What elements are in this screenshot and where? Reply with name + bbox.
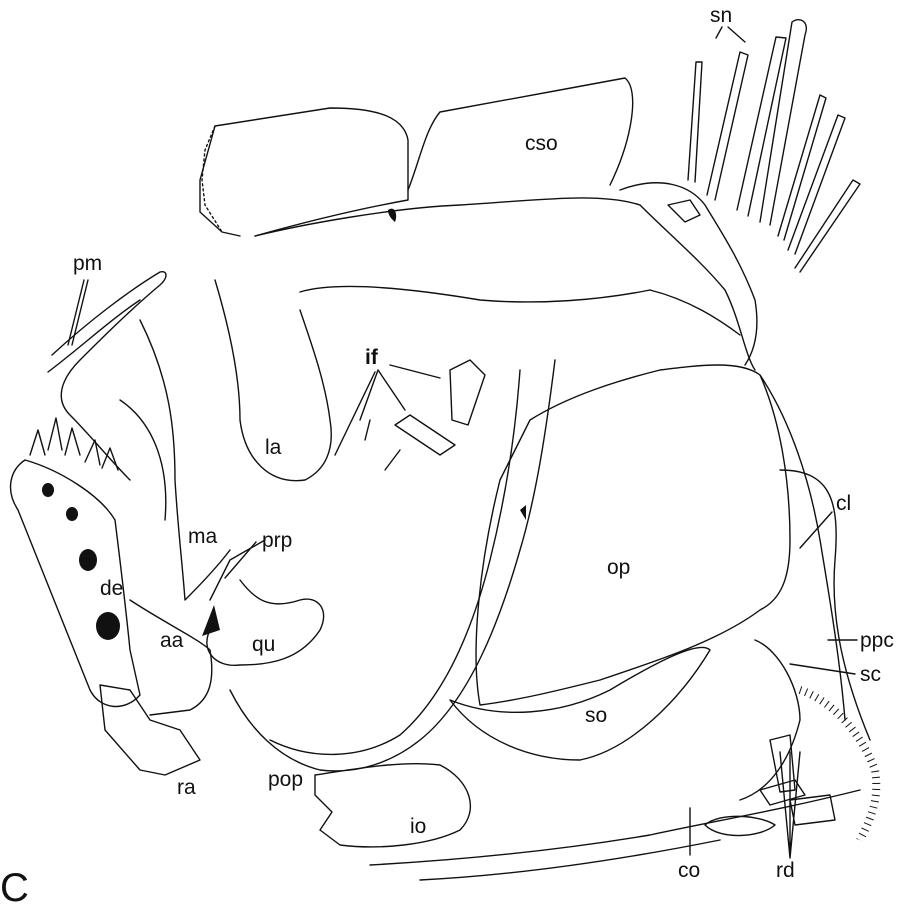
label-cso: cso: [525, 133, 558, 154]
label-rd: rd: [776, 860, 795, 881]
label-op: op: [607, 557, 630, 578]
label-so: so: [585, 705, 607, 726]
label-io: io: [410, 816, 426, 837]
label-de: de: [100, 578, 123, 599]
label-pm: pm: [73, 253, 102, 274]
label-ppc: ppc: [860, 630, 894, 651]
label-la: la: [265, 437, 281, 458]
panel-letter: C: [0, 868, 29, 908]
de-pore-1: [42, 483, 54, 497]
label-sc: sc: [860, 664, 881, 685]
label-if: if: [365, 347, 378, 368]
de-pore-4: [96, 612, 120, 640]
label-ma: ma: [188, 526, 217, 547]
de-pore-2: [66, 507, 78, 521]
label-prp: prp: [262, 530, 292, 551]
label-co: co: [678, 860, 700, 881]
label-pop: pop: [268, 769, 303, 790]
label-qu: qu: [252, 634, 275, 655]
label-sn: sn: [710, 5, 732, 26]
label-aa: aa: [160, 630, 183, 651]
de-pore-3: [79, 549, 97, 571]
label-cl: cl: [836, 493, 851, 514]
label-ra: ra: [177, 777, 196, 798]
